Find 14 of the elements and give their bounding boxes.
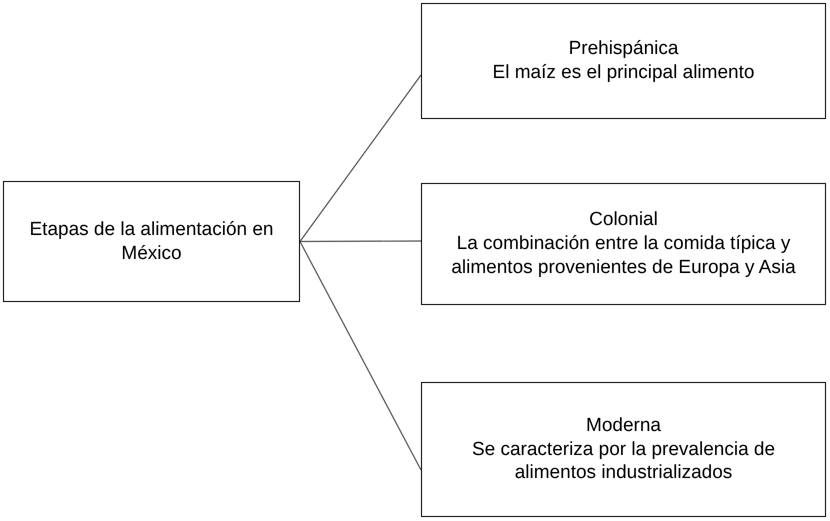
box-heading: Moderna	[586, 414, 661, 438]
text-box	[421, 3, 826, 119]
connector-line	[299, 241, 422, 470]
text-box	[3, 181, 300, 302]
text-box	[421, 183, 826, 305]
connector-line	[300, 240, 421, 242]
box-text: Se caracteriza por la prevalencia de alimentos industrializados	[470, 438, 776, 486]
box-heading: Prehispánica	[568, 37, 678, 61]
box-text: Etapas de la alimentación en México	[28, 218, 274, 266]
box-heading: Colonial	[589, 208, 658, 232]
box-text: El maíz es el principal alimento	[492, 61, 754, 85]
connector-line	[300, 74, 422, 242]
text-box	[421, 382, 826, 517]
box-text: La combinación entre la comida típica y alimentos provenientes de Europa y Asia	[450, 232, 797, 280]
